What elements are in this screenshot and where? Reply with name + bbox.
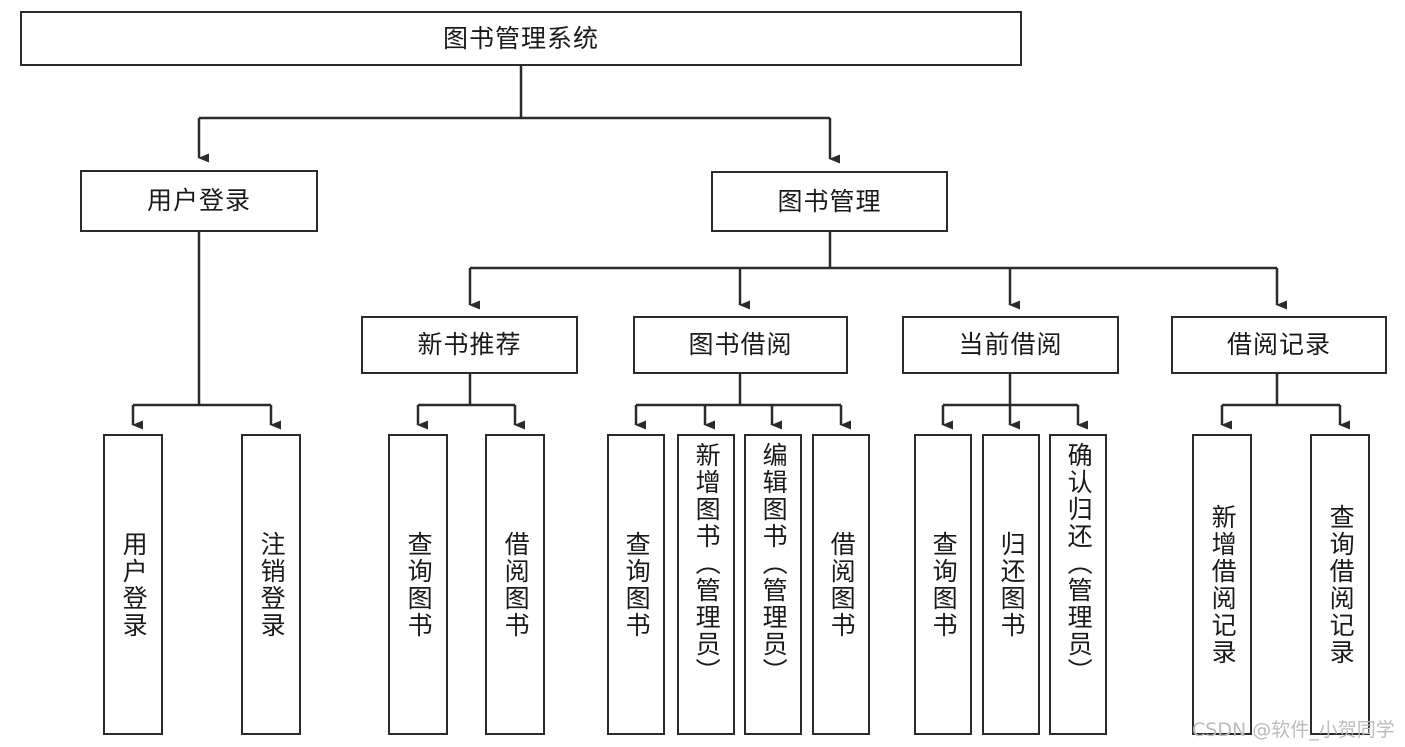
leaf-return-book-label: 归还图书 <box>997 530 1027 639</box>
node-borrow-record-label: 借阅记录 <box>1226 330 1331 360</box>
node-root-label: 图书管理系统 <box>442 23 599 53</box>
node-book-manage[interactable]: 图书管理 <box>711 171 948 232</box>
leaf-query-record-label: 查询借阅记录 <box>1326 503 1356 666</box>
node-borrow-record[interactable]: 借阅记录 <box>1171 316 1387 374</box>
leaf-confirm-return-label: 确认归还（管理员） <box>1064 442 1094 685</box>
node-book-borrow-label: 图书借阅 <box>688 330 793 360</box>
csdn-watermark: CSDN @软件_小贺同学 <box>1192 719 1395 741</box>
leaf-borrow-book-1[interactable]: 借阅图书 <box>485 434 545 735</box>
leaf-edit-book-label: 编辑图书（管理员） <box>759 442 789 685</box>
node-book-borrow[interactable]: 图书借阅 <box>633 316 848 374</box>
leaf-return-book[interactable]: 归还图书 <box>982 434 1040 735</box>
leaf-confirm-return[interactable]: 确认归还（管理员） <box>1049 434 1107 735</box>
leaf-borrow-book-2[interactable]: 借阅图书 <box>812 434 870 735</box>
node-new-book-rec[interactable]: 新书推荐 <box>361 316 578 374</box>
leaf-query-book-2-label: 查询图书 <box>622 530 652 639</box>
leaf-add-book-label: 新增图书（管理员） <box>692 442 722 685</box>
node-book-manage-label: 图书管理 <box>777 186 882 216</box>
leaf-borrow-book-2-label: 借阅图书 <box>827 530 857 639</box>
leaf-query-book-3-label: 查询图书 <box>929 530 959 639</box>
leaf-edit-book[interactable]: 编辑图书（管理员） <box>744 434 802 735</box>
leaf-user-login[interactable]: 用户登录 <box>103 434 163 735</box>
leaf-user-login-label: 用户登录 <box>119 530 149 639</box>
node-user-login-label: 用户登录 <box>146 186 251 216</box>
node-root[interactable]: 图书管理系统 <box>20 11 1022 66</box>
node-new-book-rec-label: 新书推荐 <box>417 330 522 360</box>
node-current-borrow[interactable]: 当前借阅 <box>902 316 1119 374</box>
leaf-query-book-2[interactable]: 查询图书 <box>607 434 665 735</box>
leaf-logout-label: 注销登录 <box>257 530 287 639</box>
leaf-query-book-1-label: 查询图书 <box>404 530 434 639</box>
node-current-borrow-label: 当前借阅 <box>958 330 1063 360</box>
leaf-query-record[interactable]: 查询借阅记录 <box>1310 434 1370 735</box>
node-user-login[interactable]: 用户登录 <box>80 170 318 232</box>
leaf-add-record-label: 新增借阅记录 <box>1208 503 1238 666</box>
leaf-add-book[interactable]: 新增图书（管理员） <box>677 434 735 735</box>
leaf-logout[interactable]: 注销登录 <box>241 434 301 735</box>
leaf-query-book-1[interactable]: 查询图书 <box>388 434 448 735</box>
leaf-add-record[interactable]: 新增借阅记录 <box>1192 434 1252 735</box>
leaf-borrow-book-1-label: 借阅图书 <box>501 530 531 639</box>
leaf-query-book-3[interactable]: 查询图书 <box>914 434 972 735</box>
